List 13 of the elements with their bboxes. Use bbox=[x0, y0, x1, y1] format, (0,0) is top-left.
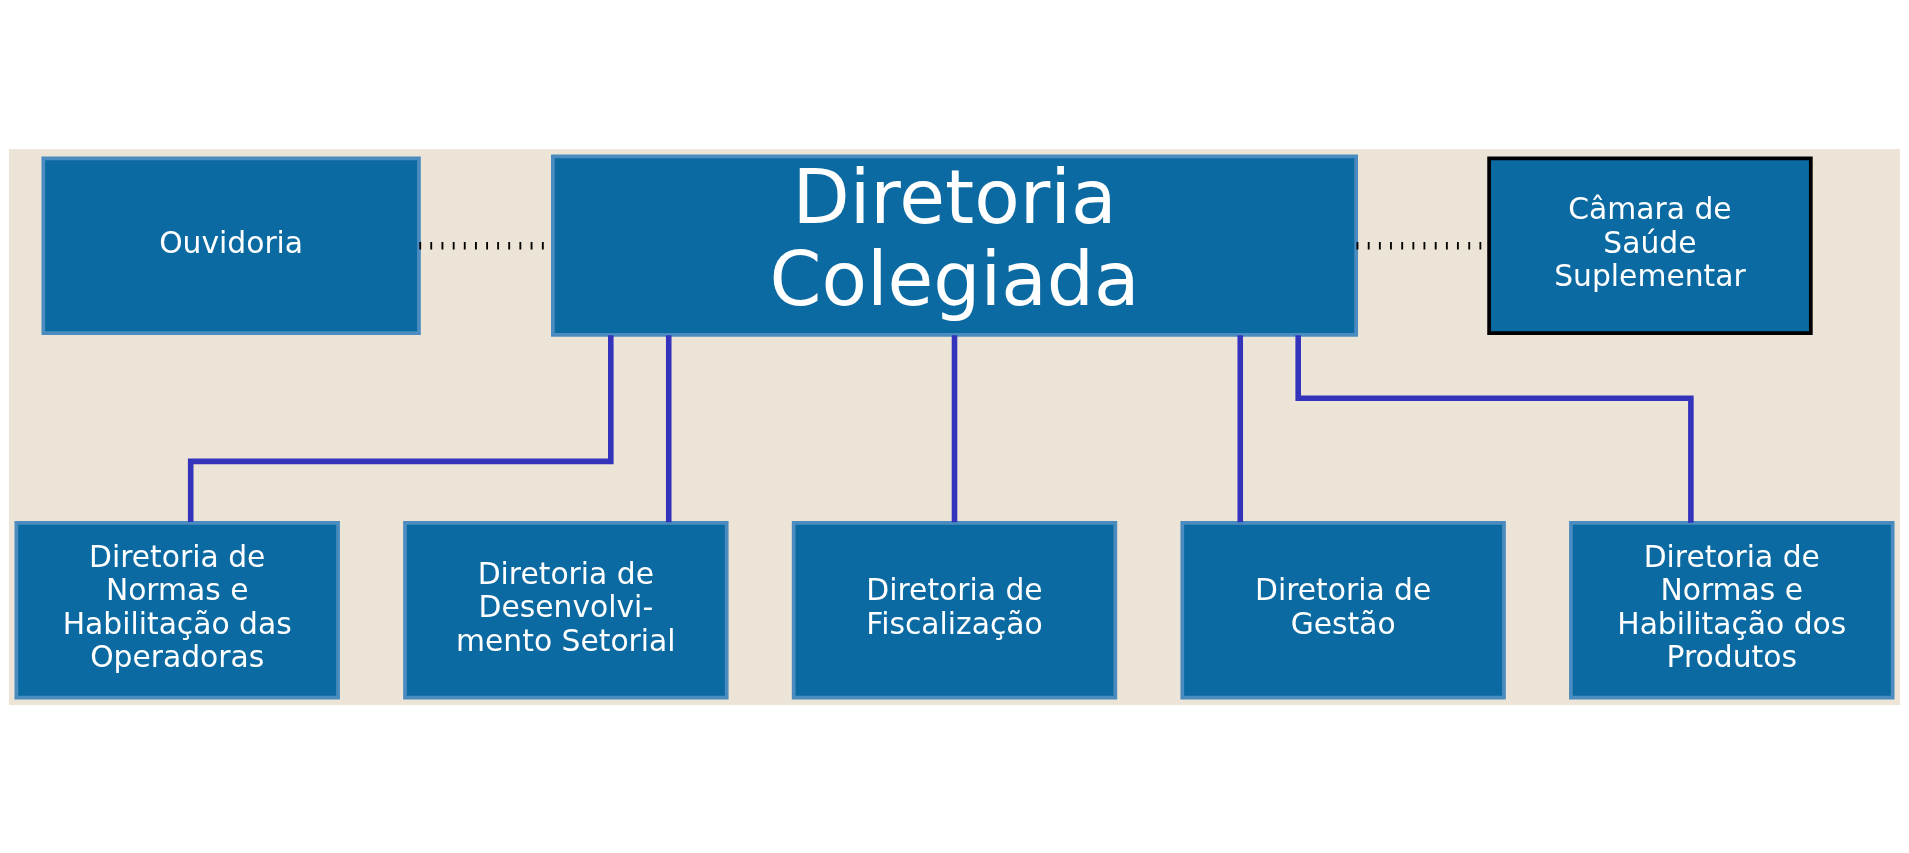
node-box: Diretoria de Normas e Habilitação dos Produtos bbox=[1569, 520, 1895, 699]
node-box: Diretoria de Normas e Habilitação das Operadoras bbox=[14, 520, 340, 699]
connector bbox=[665, 334, 672, 522]
node-box: Diretoria de Gestão bbox=[1180, 520, 1506, 699]
node-box: Diretoria de Desenvolvi- mento Setorial bbox=[403, 520, 729, 699]
connector bbox=[1295, 334, 1694, 523]
connector bbox=[187, 334, 614, 522]
connector bbox=[951, 334, 958, 522]
node-box: Câmara de Saúde Suplementar bbox=[1487, 155, 1813, 335]
node-box: Diretoria de Fiscalização bbox=[791, 520, 1118, 699]
node-box: Diretoria Colegiada bbox=[551, 154, 1358, 337]
node-box: Ouvidoria bbox=[41, 155, 421, 335]
connector bbox=[1237, 334, 1244, 522]
